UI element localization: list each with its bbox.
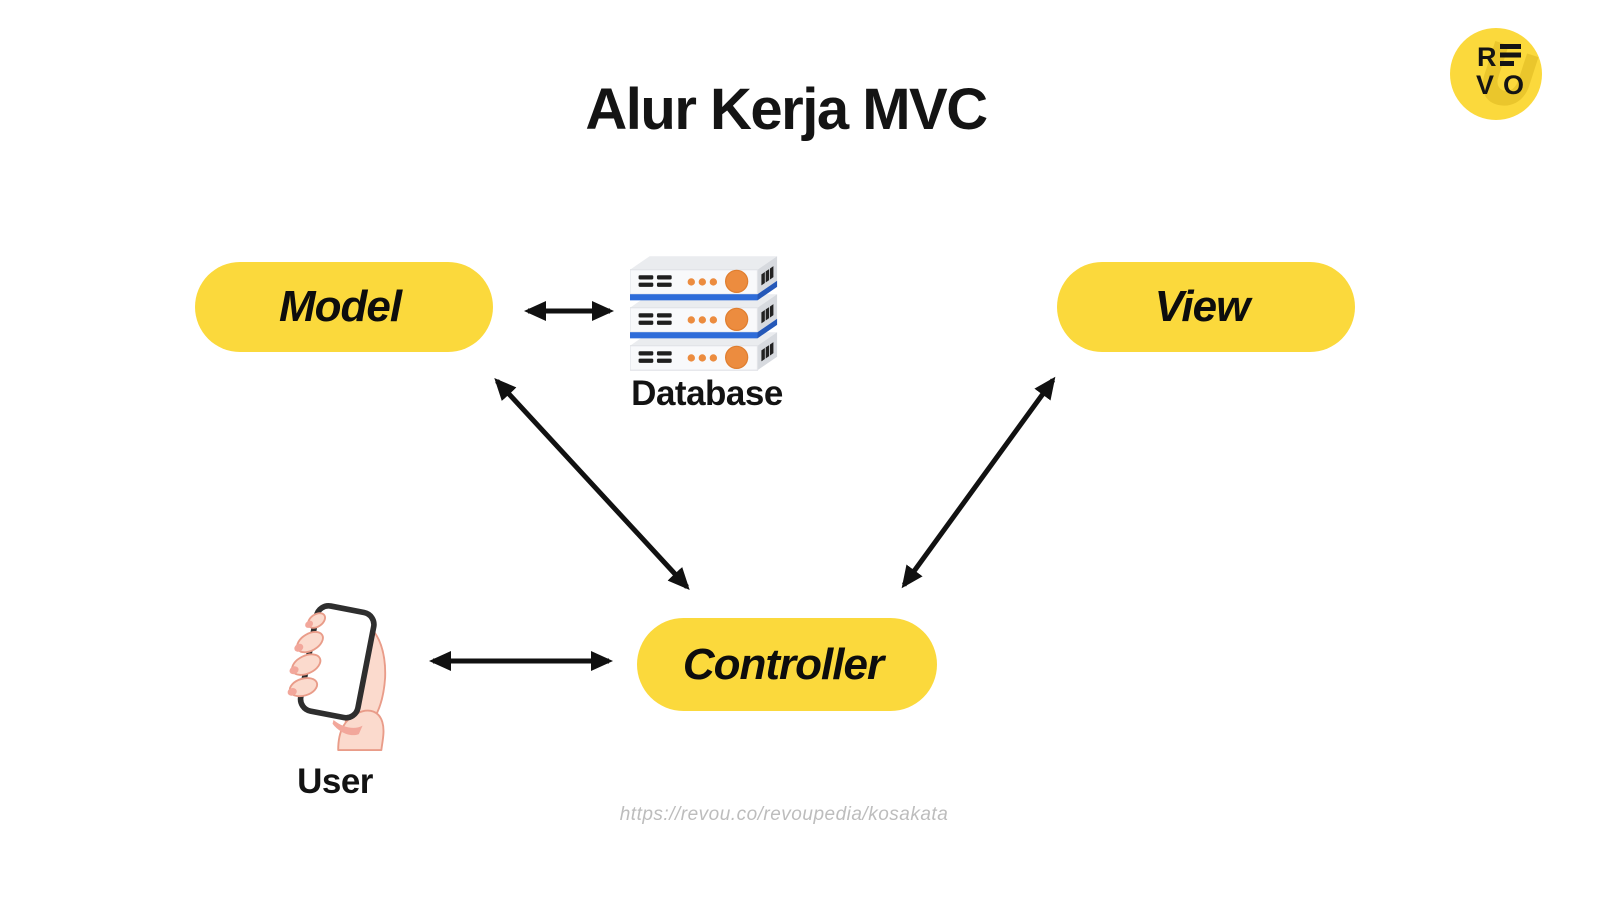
finger-shading — [287, 620, 314, 696]
node-model: Model — [195, 262, 493, 352]
revou-logo-icon: R V O — [1448, 26, 1544, 122]
logo-letter-o: O — [1503, 70, 1524, 100]
node-controller: Controller — [637, 618, 937, 711]
user-phone-svg — [287, 603, 387, 751]
database-server-icon — [629, 256, 782, 384]
logo-letter-r: R — [1477, 42, 1497, 72]
node-view: View — [1057, 262, 1355, 352]
page-title: Alur Kerja MVC — [585, 77, 988, 142]
user-phone-icon — [280, 582, 402, 756]
revou-logo-svg: R V O — [1450, 28, 1542, 120]
server-unit — [629, 256, 778, 371]
user-label: User — [297, 762, 373, 801]
source-url: https://revou.co/revoupedia/kosakata — [619, 804, 949, 825]
node-model-label: Model — [278, 282, 402, 331]
arrow-view-controller — [901, 376, 1056, 589]
database-label: Database — [631, 374, 783, 413]
logo-letter-e-bars-icon — [1500, 44, 1521, 66]
node-view-label: View — [1154, 282, 1251, 331]
logo-letter-v: V — [1476, 70, 1494, 100]
node-controller-label: Controller — [682, 639, 884, 689]
database-server-svg — [629, 256, 778, 371]
